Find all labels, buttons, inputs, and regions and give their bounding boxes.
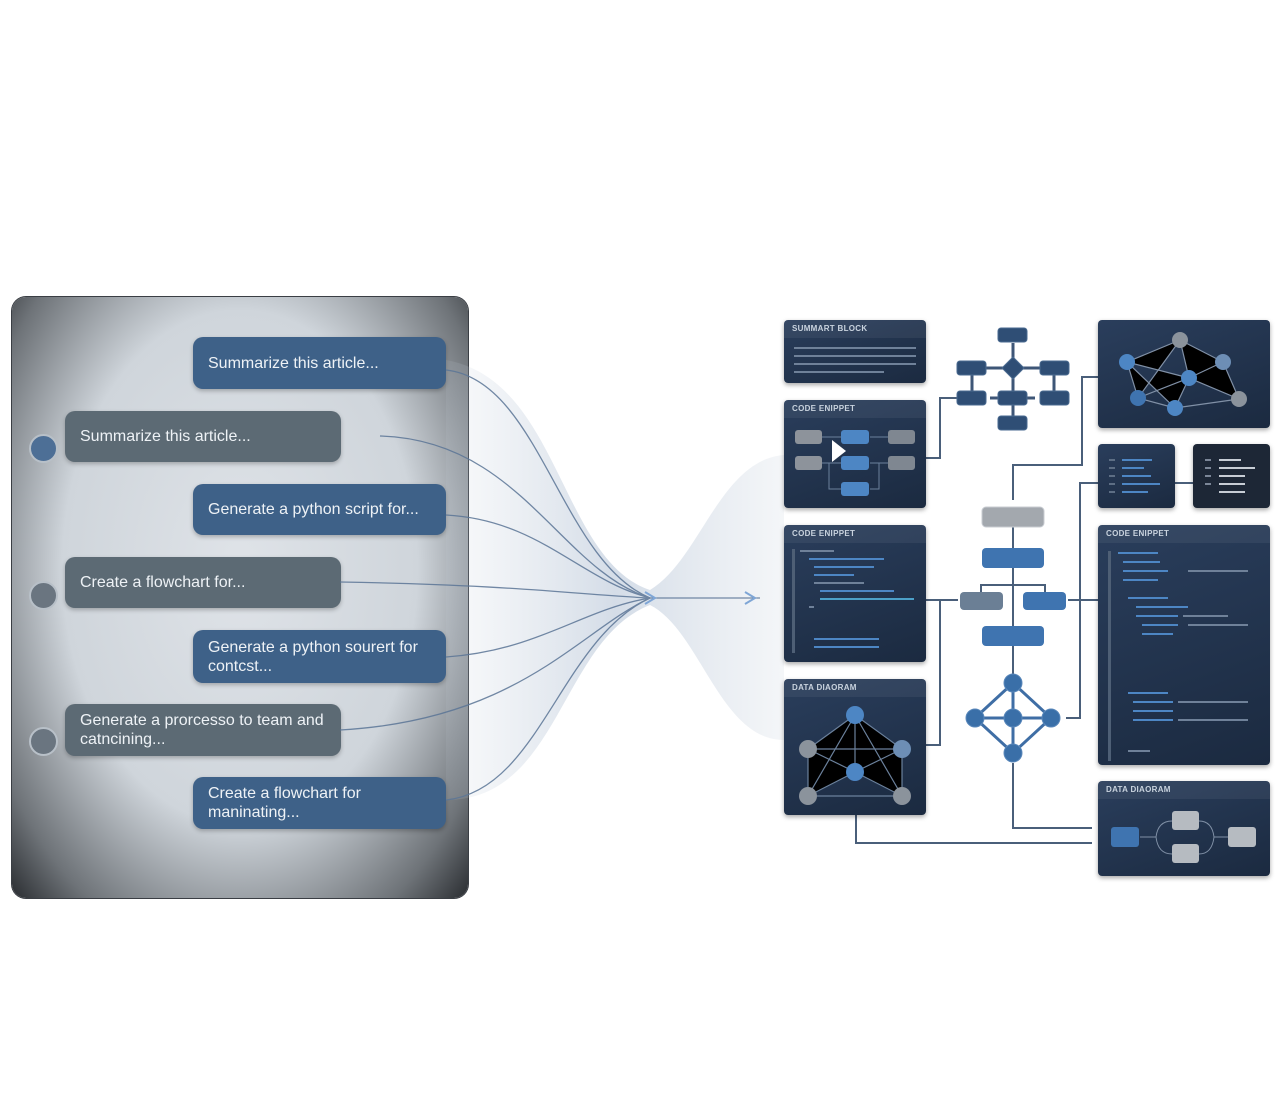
graph-node bbox=[1041, 708, 1061, 728]
message-text: Create a flowchart for maninating... bbox=[208, 785, 361, 821]
card-title: DATA DIAORAM bbox=[784, 679, 926, 697]
assistant-avatar bbox=[29, 581, 58, 610]
data-diagram-card[interactable]: DATA DIAORAM bbox=[784, 679, 926, 815]
list-card[interactable] bbox=[1193, 444, 1270, 508]
message-text: Generate a prorcesso to team and catncin… bbox=[80, 712, 324, 748]
message-text: Create a flowchart for... bbox=[80, 574, 246, 591]
message-text: Generate a python script for... bbox=[208, 501, 419, 518]
flow-node bbox=[960, 592, 1003, 610]
code-lines bbox=[792, 549, 914, 653]
mini-flowchart bbox=[795, 430, 915, 496]
flow-node bbox=[981, 506, 1045, 528]
code-snippet-card[interactable]: CODE ENIPPET bbox=[784, 525, 926, 662]
flow-node bbox=[982, 548, 1044, 568]
flow-node bbox=[956, 360, 987, 376]
assistant-avatar bbox=[29, 434, 58, 463]
card-title: SUMMART BLOCK bbox=[784, 320, 926, 338]
flow-node bbox=[997, 327, 1028, 343]
graph-node bbox=[1003, 673, 1023, 693]
flow-decision bbox=[1001, 356, 1025, 380]
cursor-icon bbox=[832, 440, 846, 462]
message-text: Generate a python sourert for contcst... bbox=[208, 638, 418, 675]
flow-node bbox=[997, 415, 1028, 431]
network-graph bbox=[799, 706, 911, 805]
flow-node bbox=[1023, 592, 1066, 610]
list-lines bbox=[1109, 459, 1160, 493]
summary-lines bbox=[794, 347, 916, 373]
code-snippet-card[interactable]: CODE ENIPPET bbox=[784, 400, 926, 508]
data-diagram-card[interactable]: DATA DIAORAM bbox=[1098, 781, 1270, 876]
list-lines bbox=[1205, 459, 1255, 493]
chat-message-user[interactable]: Create a flowchart for maninating... bbox=[193, 777, 446, 829]
mini-flowchart bbox=[1111, 811, 1256, 863]
chat-message-user[interactable]: Summarize this article... bbox=[193, 337, 446, 389]
summary-block-card[interactable]: SUMMART BLOCK bbox=[784, 320, 926, 383]
graph-node bbox=[1003, 708, 1023, 728]
message-text: Summarize this article... bbox=[208, 354, 379, 372]
chat-message-user[interactable]: Generate a python sourert for contcst... bbox=[193, 630, 446, 683]
code-snippet-card[interactable]: CODE ENIPPET bbox=[1098, 525, 1270, 765]
graph-node bbox=[965, 708, 985, 728]
chat-message-assistant[interactable]: Summarize this article... bbox=[65, 411, 341, 462]
card-title: DATA DIAORAM bbox=[1098, 781, 1270, 799]
card-title: CODE ENIPPET bbox=[784, 525, 926, 543]
flow-node bbox=[956, 390, 987, 406]
flow-node bbox=[982, 626, 1044, 646]
flow-node bbox=[1039, 360, 1070, 376]
chat-message-user[interactable]: Generate a python script for... bbox=[193, 484, 446, 535]
flow-node bbox=[1039, 390, 1070, 406]
card-title: CODE ENIPPET bbox=[784, 400, 926, 418]
code-lines bbox=[1108, 551, 1248, 761]
network-graph bbox=[1119, 332, 1247, 416]
assistant-avatar bbox=[29, 727, 58, 756]
network-graph-card[interactable] bbox=[1098, 320, 1270, 428]
graph-node bbox=[1003, 743, 1023, 763]
message-text: Summarize this article... bbox=[80, 428, 251, 445]
card-title: CODE ENIPPET bbox=[1098, 525, 1270, 543]
chat-message-assistant[interactable]: Generate a prorcesso to team and catncin… bbox=[65, 704, 341, 756]
list-card[interactable] bbox=[1098, 444, 1175, 508]
flow-node bbox=[997, 390, 1028, 406]
chat-message-assistant[interactable]: Create a flowchart for... bbox=[65, 557, 341, 608]
